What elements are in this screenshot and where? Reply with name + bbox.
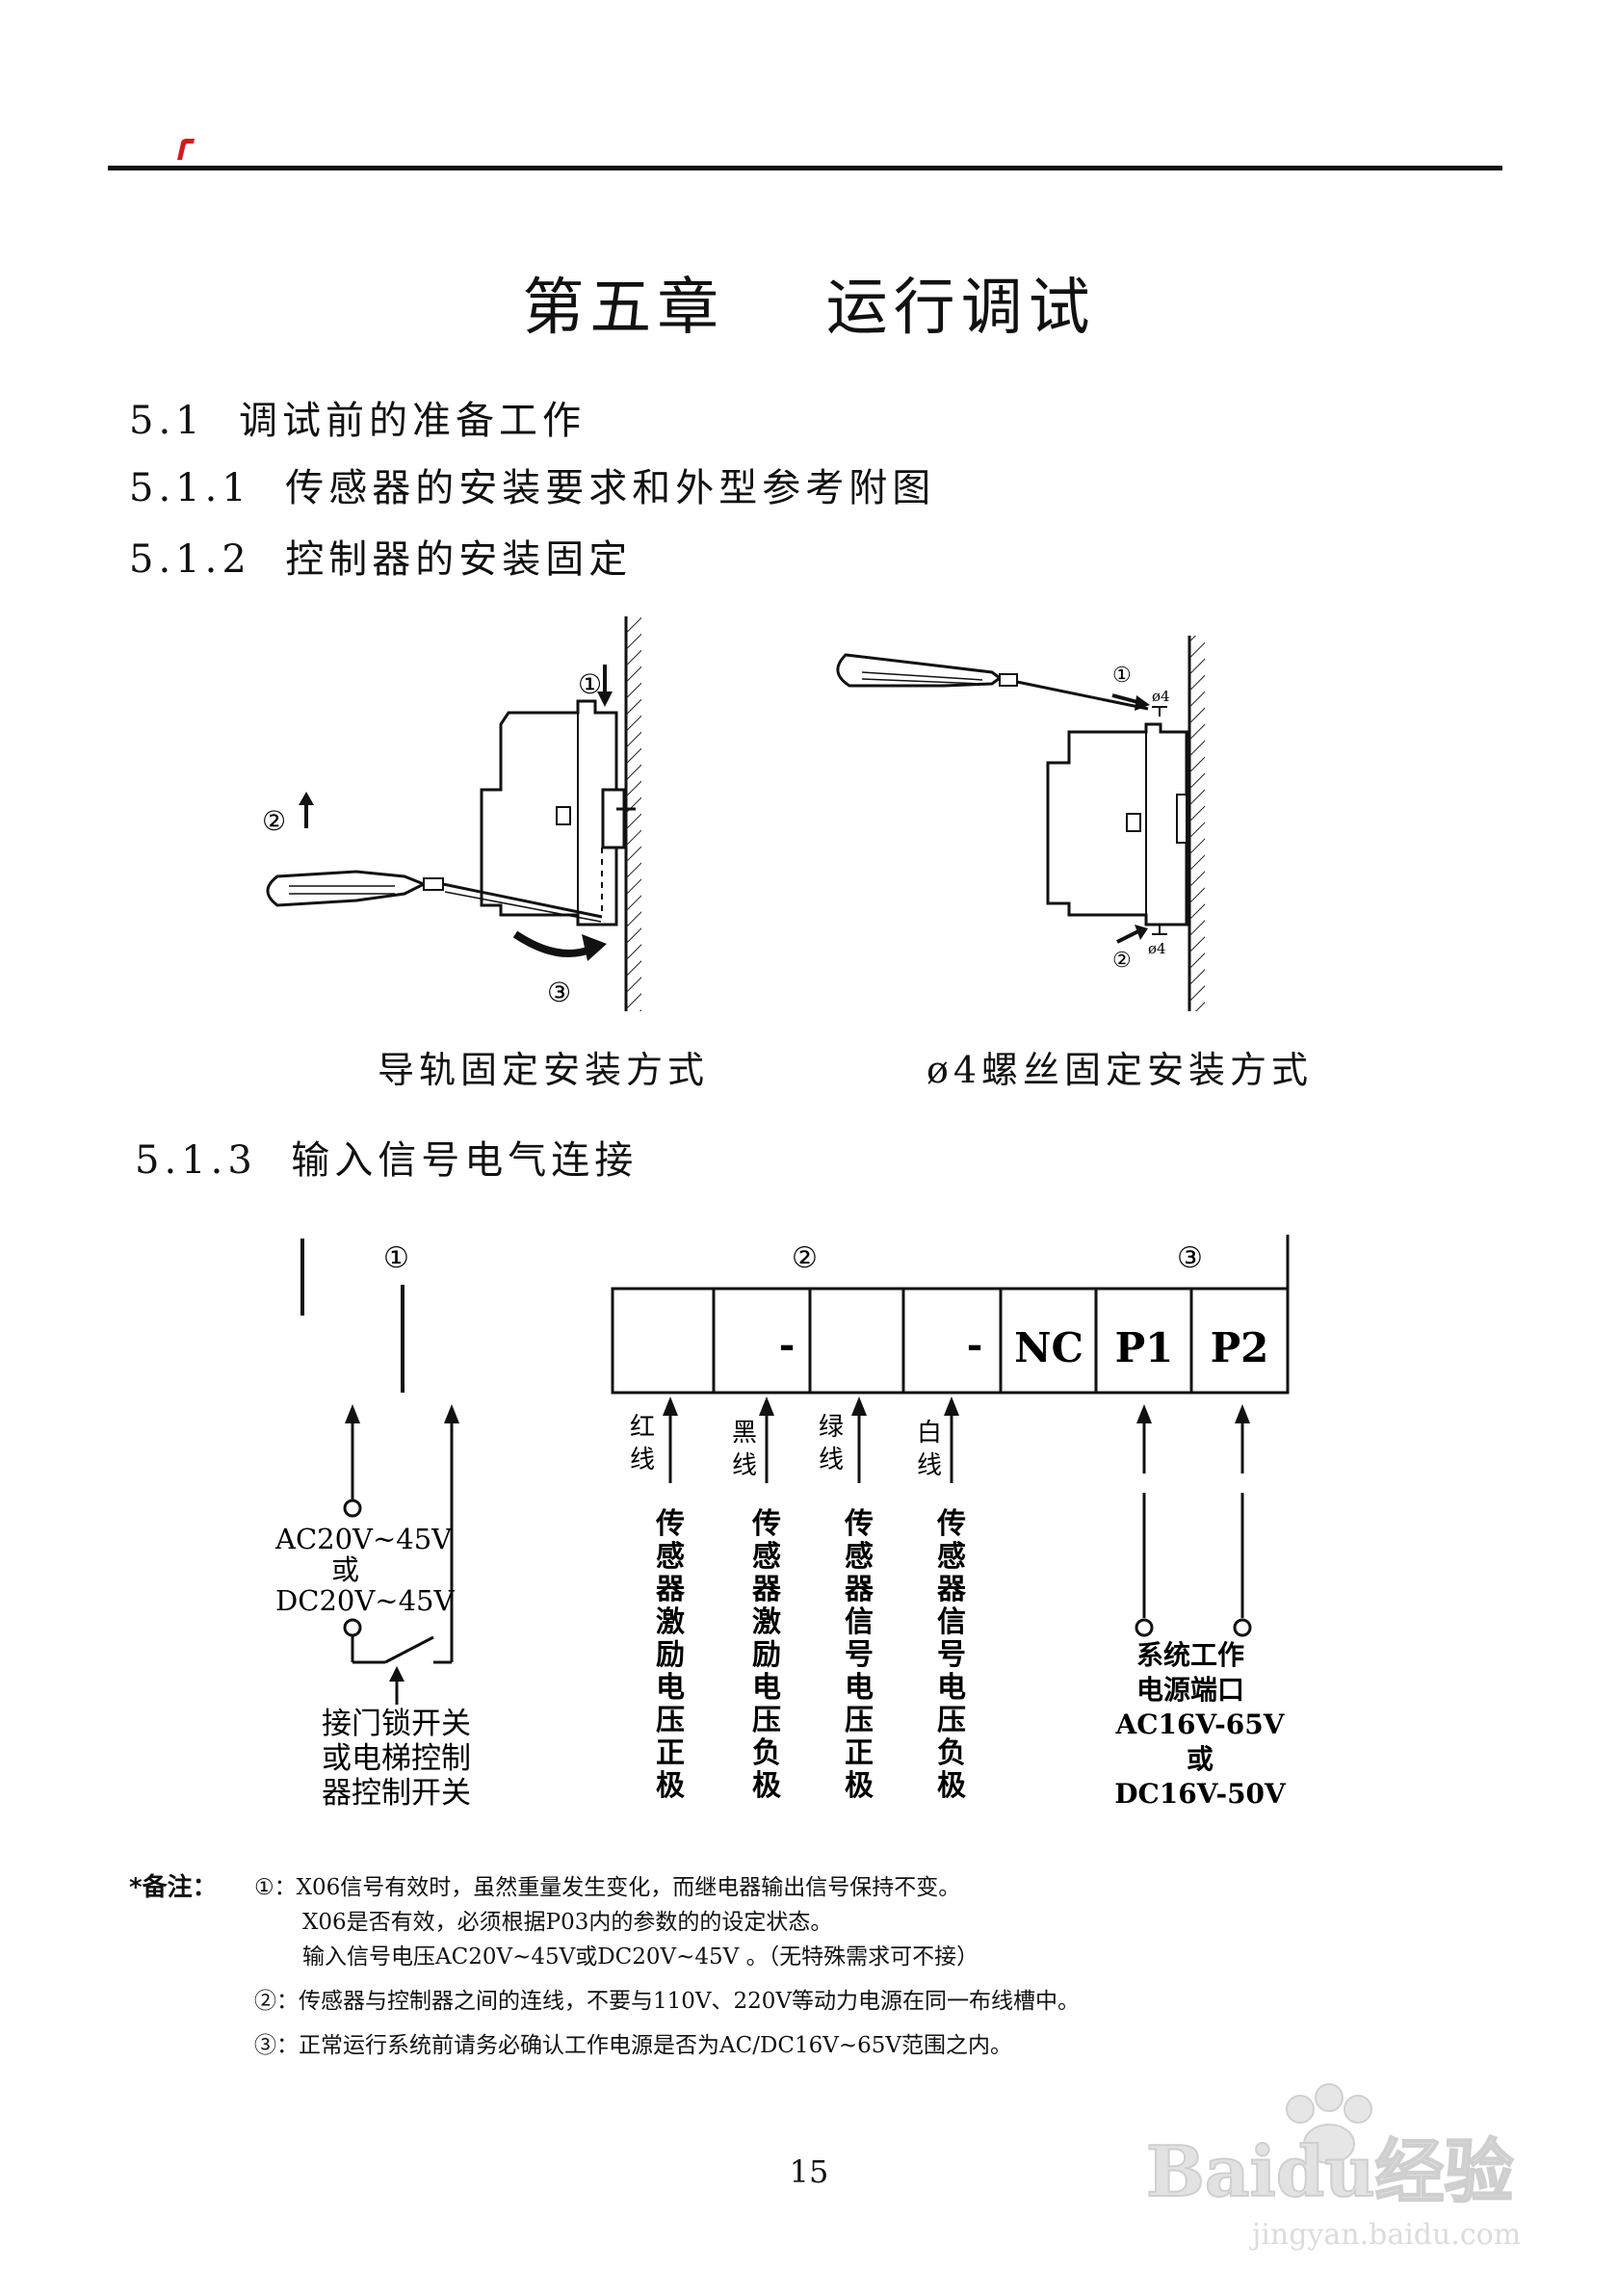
note-3: ③：正常运行系统前请务必确认工作电源是否为AC/DC16V~65V范围之内。 — [254, 2033, 1013, 2058]
wire-color-label: 白线 — [917, 1419, 942, 1480]
power-port-dc: DC16V-50V — [1114, 1778, 1287, 1810]
terminal-2-label: - — [779, 1322, 796, 1368]
terminal-nc-label: NC — [1014, 1324, 1083, 1371]
watermark-logo: Baidu经验 — [1146, 2130, 1514, 2212]
terminal-p1-label: P1 — [1115, 1324, 1174, 1371]
switch-note-3: 器控制开关 — [322, 1776, 471, 1811]
wire-color-label: 绿线 — [819, 1413, 844, 1474]
note-1: ①：X06信号有效时，虽然重量发生变化，而继电器输出信号保持不变。 — [254, 1875, 961, 1900]
input-voltage-dc: DC20V~45V — [275, 1584, 455, 1617]
section-5-1-2: 5.1.2 控制器的安装固定 — [129, 537, 633, 582]
group-3-mark: ③ — [1177, 1241, 1203, 1275]
caption-screw-mount: ø4螺丝固定安装方式 — [926, 1049, 1314, 1091]
step-1-label: ① — [578, 668, 602, 700]
wire-function-label: 传感器信号电压正极 — [844, 1507, 874, 1803]
input-voltage-ac: AC20V~45V — [274, 1523, 453, 1555]
group-2-mark: ② — [792, 1241, 818, 1275]
rail-mount-diagram: ① ② ③ — [262, 616, 641, 1011]
brand-mark-icon — [177, 139, 195, 160]
header-rule — [108, 166, 1502, 170]
wire-function-label: 传感器激励电压正极 — [655, 1507, 686, 1803]
terminal-block: - - NC P1 P2 — [611, 1287, 1290, 1395]
notes-label: *备注： — [129, 1873, 218, 1902]
step-2-label-right: ② — [1112, 949, 1132, 973]
step-3-label: ③ — [547, 977, 571, 1008]
screw-size-label-top: ø4 — [1152, 688, 1170, 705]
wire-function-labels: 传感器激励电压正极 传感器激励电压负极 传感器信号电压正极 传感器信号电压负极 — [655, 1507, 967, 1803]
screw-mount-diagram: ① ② ø4 ø4 — [836, 636, 1205, 1011]
terminal-p2-label: P2 — [1211, 1324, 1269, 1371]
power-port-ac: AC16V-65V — [1115, 1709, 1286, 1740]
switch-note-2: 或电梯控制 — [322, 1741, 471, 1776]
caption-rail-mount: 导轨固定安装方式 — [378, 1049, 710, 1091]
screw-size-label-bottom: ø4 — [1148, 940, 1166, 957]
wire-color-label: 红线 — [630, 1413, 655, 1474]
wire-function-label: 传感器信号电压负极 — [936, 1507, 967, 1803]
wire-function-label: 传感器激励电压负极 — [751, 1507, 782, 1803]
power-port-1: 系统工作 — [1136, 1639, 1244, 1671]
power-port-2: 电源端口 — [1136, 1674, 1244, 1706]
installation-figure: ① ② ③ ① ② ø4 ø4 — [262, 616, 1205, 1011]
section-5-1-1: 5.1.1 传感器的安装要求和外型参考附图 — [129, 466, 936, 510]
terminal-4-label: - — [967, 1322, 983, 1368]
chapter-title: 第五章 运行调试 — [522, 273, 1096, 344]
baidu-watermark: Baidu经验 jingyan.baidu.com — [1146, 2083, 1521, 2252]
input-voltage-or: 或 — [331, 1553, 359, 1586]
section-5-1-3: 5.1.3 输入信号电气连接 — [135, 1138, 639, 1183]
wiring-figure: ① ② ③ - - NC P1 P2 — [274, 1235, 1290, 1811]
page-number: 15 — [789, 2153, 829, 2190]
wire-color-label: 黑线 — [732, 1419, 757, 1480]
input-arrows — [345, 1396, 1250, 1705]
section-5-1: 5.1 调试前的准备工作 — [129, 399, 587, 443]
watermark-url: jingyan.baidu.com — [1249, 2218, 1521, 2252]
step-2-label: ② — [262, 805, 286, 837]
wire-color-labels: 红线 黑线 绿线 白线 — [630, 1413, 942, 1480]
note-1-cont-1: X06是否有效，必须根据P03内的参数的的设定状态。 — [302, 1910, 833, 1935]
switch-note-1: 接门锁开关 — [322, 1707, 471, 1741]
note-2: ②：传感器与控制器之间的连线，不要与110V、220V等动力电源在同一布线槽中。 — [254, 1989, 1081, 2014]
group-1-mark: ① — [383, 1241, 409, 1275]
note-1-cont-2: 输入信号电压AC20V~45V或DC20V~45V 。（无特殊需求可不接） — [302, 1944, 979, 1970]
power-port-or: 或 — [1187, 1743, 1214, 1775]
step-1-label-right: ① — [1112, 664, 1132, 688]
